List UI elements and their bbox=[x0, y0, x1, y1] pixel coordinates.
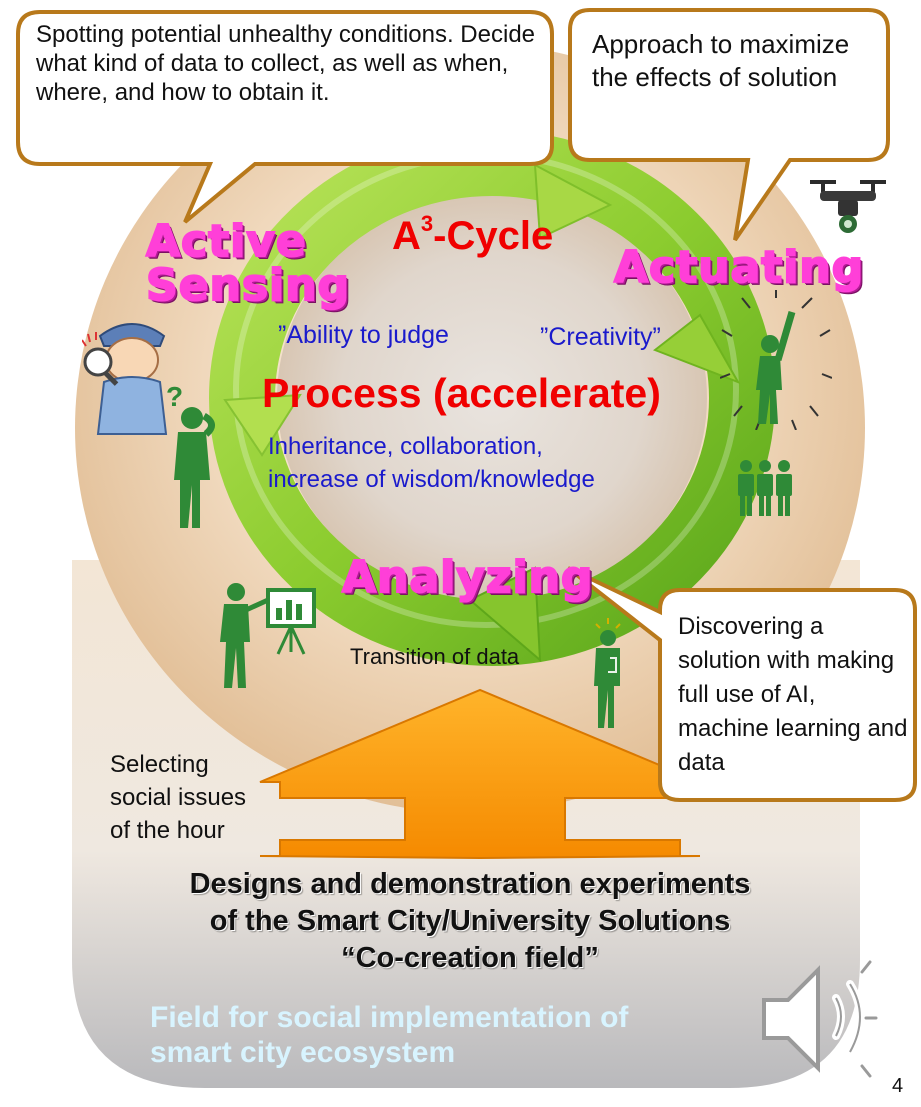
field-line2: smart city ecosystem bbox=[150, 1036, 456, 1069]
svg-text:?: ? bbox=[166, 381, 183, 412]
drone-icon bbox=[810, 180, 886, 233]
cycle-title-main: A bbox=[392, 214, 421, 258]
cycle-title: A3-Cycle bbox=[392, 202, 553, 258]
actuating-callout-text: Approach to maximize the effects of solu… bbox=[592, 29, 850, 92]
transition-text: Transition of data bbox=[350, 644, 520, 669]
active-sensing-line1: Active bbox=[145, 216, 307, 267]
inheritance-text: Inheritance, collaboration, increase of … bbox=[268, 430, 595, 496]
selecting-text: Selecting social issues of the hour bbox=[110, 748, 246, 847]
question-person-icon: ? bbox=[166, 381, 215, 528]
idea-person-icon bbox=[594, 618, 621, 728]
sensing-callout-text: Spotting potential unhealthy conditions.… bbox=[36, 21, 536, 106]
inheritance-line1: Inheritance, collaboration, bbox=[268, 433, 543, 460]
active-sensing-label: Active Sensing bbox=[145, 216, 350, 311]
selecting-line2: social issues bbox=[110, 784, 247, 811]
analyzing-callout-bubble bbox=[566, 566, 917, 802]
presenter-chart-icon bbox=[220, 583, 316, 688]
page-number: 4 bbox=[892, 1075, 904, 1097]
detective-person-icon bbox=[82, 323, 168, 435]
designs-line3: “Co-creation field” bbox=[341, 942, 599, 974]
analyzing-callout-text: Discovering a solution with making full … bbox=[678, 613, 908, 776]
designs-line1: Designs and demonstration experiments bbox=[189, 868, 751, 900]
creativity-text: ”Creativity” bbox=[540, 323, 661, 351]
process-title: Process (accelerate) bbox=[262, 370, 661, 416]
cycle-title-rest: -Cycle bbox=[433, 214, 554, 258]
selecting-line1: Selecting bbox=[110, 751, 209, 778]
designs-text: Designs and demonstration experiments of… bbox=[100, 866, 921, 977]
field-line1: Field for social implementation of bbox=[150, 1001, 629, 1034]
actuating-label: Actuating bbox=[613, 242, 865, 293]
group-people-icon bbox=[738, 460, 792, 516]
selecting-line3: of the hour bbox=[110, 817, 225, 844]
active-sensing-line2: Sensing bbox=[145, 260, 350, 311]
analyzing-label: Analyzing bbox=[341, 552, 594, 603]
cycle-title-sup: 3 bbox=[420, 211, 434, 236]
actuating-callout-bubble bbox=[568, 8, 890, 242]
inheritance-line2: increase of wisdom/knowledge bbox=[268, 466, 595, 493]
cheering-person-icon bbox=[720, 290, 832, 430]
sensing-callout-bubble bbox=[16, 10, 554, 224]
speaker-icon bbox=[762, 960, 878, 1078]
ability-text: ”Ability to judge bbox=[278, 321, 449, 349]
designs-line2: of the Smart City/University Solutions bbox=[209, 905, 731, 937]
field-text: Field for social implementation of smart… bbox=[150, 1000, 628, 1070]
